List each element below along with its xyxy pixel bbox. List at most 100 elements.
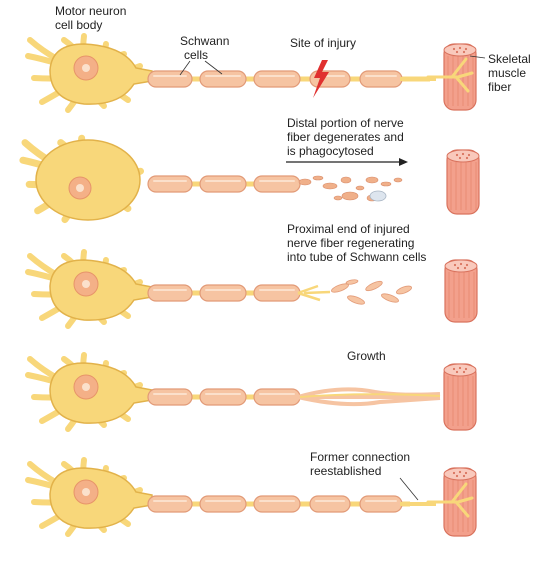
muscle-end-face bbox=[446, 149, 480, 163]
myofibril-dot bbox=[467, 153, 471, 157]
nucleolus bbox=[82, 383, 90, 391]
degeneration-arrowhead-icon bbox=[399, 158, 408, 166]
nucleolus bbox=[82, 280, 90, 288]
myofibril-dot bbox=[458, 46, 462, 50]
schwann-pointer-line-2 bbox=[204, 60, 223, 75]
nucleolus bbox=[76, 184, 84, 192]
neuron-panel-5 bbox=[25, 457, 153, 537]
schwann-cell bbox=[253, 388, 301, 406]
muscle-pointer-line bbox=[469, 55, 486, 59]
neuron-panel-4 bbox=[25, 352, 153, 432]
schwann-cell bbox=[147, 388, 193, 406]
schwann-cell bbox=[147, 70, 193, 88]
muscle-fiber-panel-1 bbox=[426, 43, 477, 111]
debris-fragment bbox=[312, 175, 324, 181]
muscle-fiber-panel-2 bbox=[446, 149, 480, 215]
schwann-cell bbox=[199, 284, 247, 302]
schwann-cell-fragment bbox=[345, 279, 359, 285]
schwann-cell bbox=[359, 70, 403, 88]
muscle-end-face bbox=[443, 363, 477, 377]
myofibril-dot bbox=[452, 471, 456, 475]
myofibril-dot bbox=[456, 266, 460, 270]
debris-fragment bbox=[298, 178, 312, 186]
schwann-cell bbox=[147, 284, 193, 302]
myofibril-dot bbox=[455, 50, 459, 54]
axon-panel-1 bbox=[147, 70, 430, 88]
schwann-tube-growth bbox=[297, 387, 441, 407]
schwann-pointer-line-1 bbox=[179, 60, 191, 76]
axon-panel-5 bbox=[147, 495, 410, 513]
myofibril-dot bbox=[458, 366, 462, 370]
schwann-cell bbox=[309, 70, 351, 88]
schwann-cell-fragment bbox=[381, 293, 399, 303]
debris-fragment bbox=[380, 181, 392, 187]
myofibril-dot bbox=[462, 474, 466, 478]
myofibril-dot bbox=[453, 263, 457, 267]
schwann-cell bbox=[253, 495, 301, 513]
myofibril-dot bbox=[455, 153, 459, 157]
myofibril-dot bbox=[452, 367, 456, 371]
injury-lightning-icon bbox=[313, 60, 329, 98]
schwann-cells-label: Schwann cells bbox=[180, 34, 230, 62]
myofibril-dot bbox=[458, 470, 462, 474]
myofibril-dot bbox=[455, 370, 459, 374]
regenerating-sprouts bbox=[297, 279, 412, 305]
muscle-fiber-panel-4 bbox=[443, 363, 477, 431]
distal-degeneration-label: Distal portion of nerve fiber degenerate… bbox=[287, 116, 404, 158]
motor-neuron-label: Motor neuron cell body bbox=[55, 4, 127, 32]
phagocyte bbox=[369, 190, 387, 202]
muscle-fiber-panel-5 bbox=[426, 467, 477, 537]
muscle-end-face bbox=[443, 467, 477, 481]
skeletal-muscle-fiber-label: Skeletal muscle fiber bbox=[488, 52, 531, 94]
neuron-panel-2 bbox=[19, 134, 144, 224]
myofibril-dot bbox=[459, 262, 463, 266]
myofibril-dot bbox=[465, 263, 469, 267]
myofibril-dot bbox=[464, 47, 468, 51]
neuron-panel-3 bbox=[25, 249, 153, 329]
myofibril-dot bbox=[458, 156, 462, 160]
myofibril-dot bbox=[464, 367, 468, 371]
debris-fragment bbox=[355, 185, 365, 191]
myofibril-dot bbox=[455, 474, 459, 478]
axon-panel-4 bbox=[147, 388, 301, 406]
degenerating-debris bbox=[298, 175, 403, 202]
debris-fragment bbox=[340, 176, 352, 184]
neuron-panel-1 bbox=[25, 33, 153, 113]
axon-panel-2 bbox=[147, 175, 301, 193]
schwann-cell bbox=[199, 388, 247, 406]
cell-body bbox=[49, 259, 153, 321]
schwann-cell bbox=[199, 175, 247, 193]
myofibril-dot bbox=[462, 370, 466, 374]
schwann-cell-fragment bbox=[331, 283, 349, 293]
muscle-end-face bbox=[444, 259, 478, 273]
myofibril-dot bbox=[462, 50, 466, 54]
muscle-fiber-panel-3 bbox=[444, 259, 478, 323]
myofibril-dot bbox=[464, 471, 468, 475]
nucleolus bbox=[82, 64, 90, 72]
neuromuscular-junction bbox=[426, 482, 474, 518]
former-connection-pointer-line bbox=[399, 477, 419, 501]
cell-body bbox=[49, 467, 153, 529]
cell-body bbox=[49, 43, 153, 105]
myofibril-dot bbox=[463, 266, 467, 270]
debris-fragment bbox=[341, 191, 359, 201]
schwann-cell bbox=[199, 70, 247, 88]
myofibril-dot bbox=[461, 152, 465, 156]
muscle-end-face bbox=[443, 43, 477, 57]
myofibril-dot bbox=[465, 156, 469, 160]
schwann-cell bbox=[253, 175, 301, 193]
debris-fragment bbox=[333, 195, 343, 201]
schwann-cell-fragment bbox=[396, 285, 412, 295]
debris-fragment bbox=[393, 177, 403, 183]
schwann-cell-fragment bbox=[365, 280, 383, 292]
schwann-cell bbox=[253, 70, 301, 88]
growth-label: Growth bbox=[347, 349, 386, 363]
former-connection-label: Former connection reestablished bbox=[310, 450, 411, 478]
schwann-cell bbox=[253, 284, 301, 302]
axon-panel-3 bbox=[147, 284, 301, 302]
site-of-injury-label: Site of injury bbox=[290, 36, 357, 50]
debris-fragment bbox=[365, 176, 379, 184]
schwann-cell bbox=[147, 175, 193, 193]
schwann-cell bbox=[309, 495, 351, 513]
